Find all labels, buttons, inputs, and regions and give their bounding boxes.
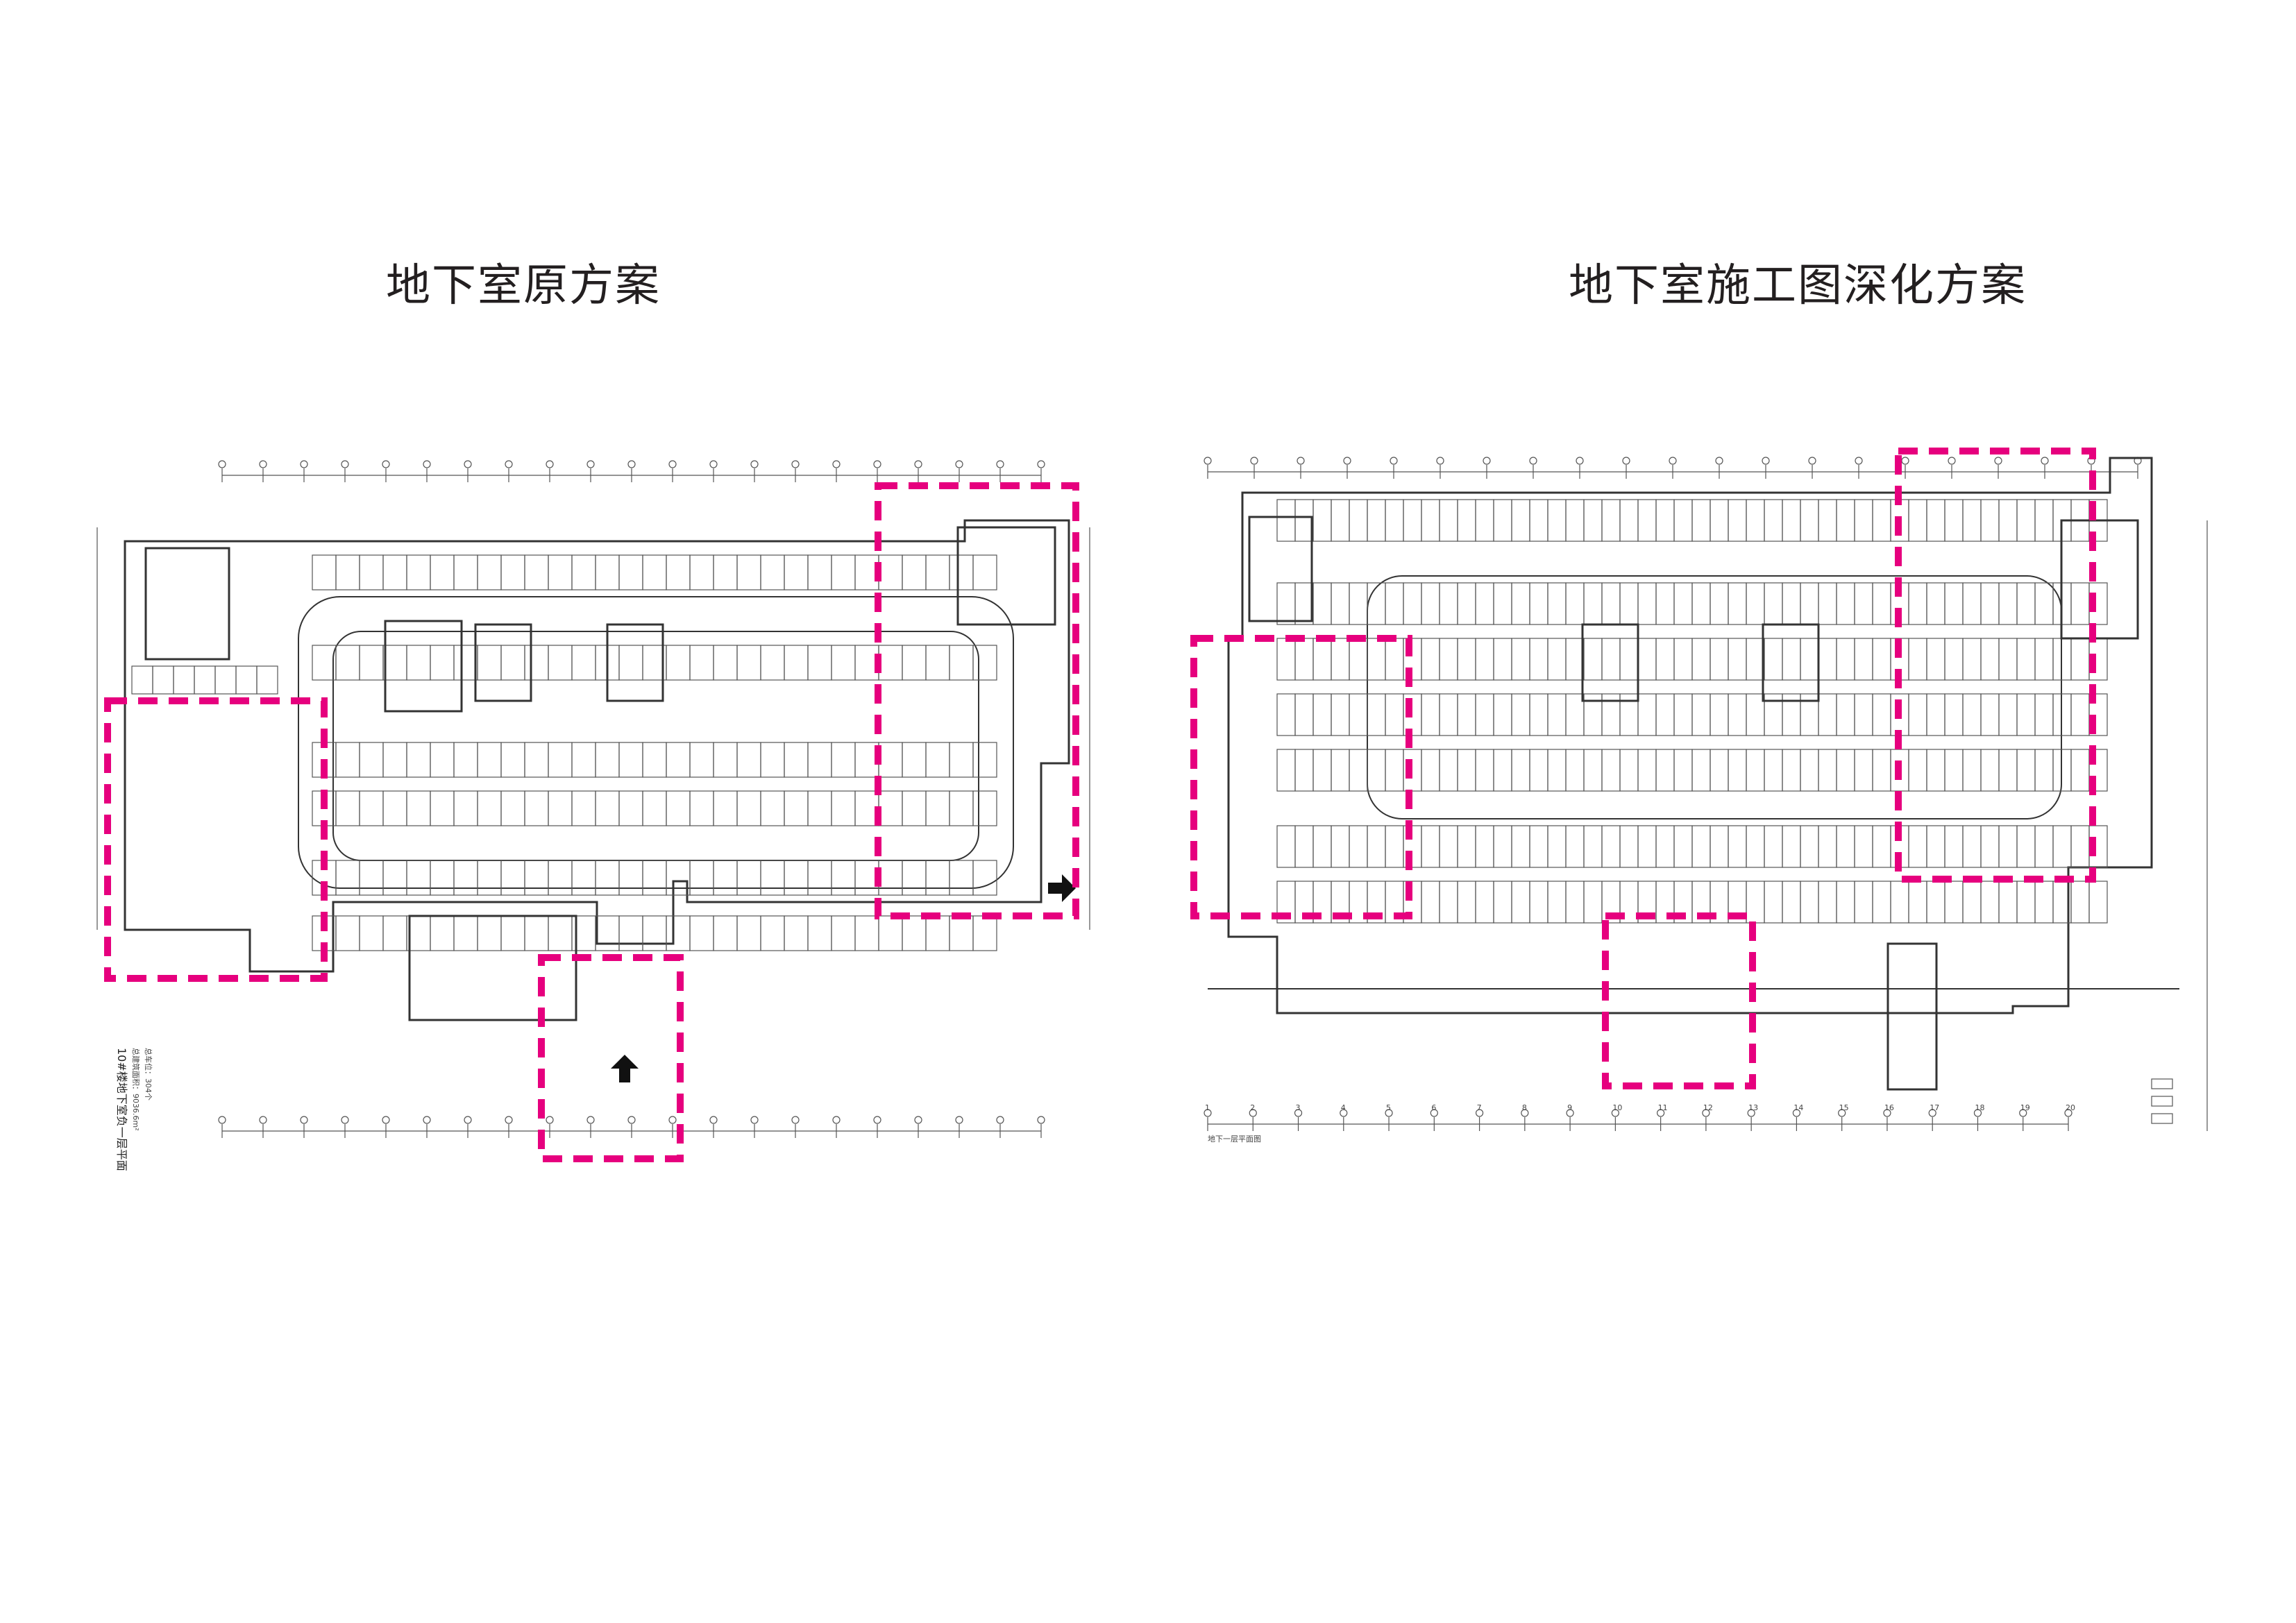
right-grid-number: 14 <box>1793 1103 1803 1112</box>
right-grid-number: 13 <box>1748 1103 1758 1112</box>
right-highlight-south <box>1602 912 1756 1089</box>
left-entrance-arrow-1 <box>611 1055 639 1082</box>
right-building-outline <box>1227 457 2153 1014</box>
right-grid-number: 17 <box>1930 1103 1939 1112</box>
right-grid-number: 20 <box>2066 1103 2075 1112</box>
left-caption-line2: 总建筑面积：9036.6m² <box>131 1048 141 1131</box>
right-room-1 <box>1248 516 1313 622</box>
left-caption-line3: 总车位：304个 <box>144 1048 153 1101</box>
left-room-3 <box>144 547 230 661</box>
right-grid-number: 11 <box>1658 1103 1668 1112</box>
right-stair-1 <box>1581 623 1639 702</box>
right-title: 地下室施工图深化方案 <box>1569 260 2027 312</box>
right-grid-number: 1 <box>1205 1103 1210 1112</box>
left-room-2 <box>408 915 577 1021</box>
left-parking-stalls <box>131 554 997 951</box>
left-stair-1 <box>474 623 532 702</box>
left-stair-2 <box>606 623 664 702</box>
left-room-1 <box>384 620 463 713</box>
left-bottom-grid <box>218 1116 1045 1138</box>
right-legend <box>2151 1078 2173 1124</box>
right-grid-number: 8 <box>1522 1103 1527 1112</box>
right-caption: 地下一层平面图 <box>1208 1135 1261 1144</box>
right-ramp <box>1886 942 1938 1091</box>
right-grid-number: 10 <box>1612 1103 1622 1112</box>
left-floor-plan: 10#楼地下室负一层平面 总建筑面积：9036.6m² 总车位：304个 <box>83 444 1124 1180</box>
left-highlight-south <box>538 954 684 1162</box>
left-top-grid <box>218 460 1045 482</box>
left-entrance-arrow-2 <box>1048 874 1076 902</box>
right-grid-number: 9 <box>1567 1103 1572 1112</box>
right-grid-number: 4 <box>1341 1103 1346 1112</box>
right-grid-number: 16 <box>1884 1103 1894 1112</box>
left-caption-line1: 10#楼地下室负一层平面 <box>115 1048 128 1171</box>
right-parking-stalls <box>1276 499 2108 924</box>
right-top-grid <box>1204 457 2142 479</box>
right-highlight-west <box>1190 635 1412 919</box>
left-plan-drawing: 10#楼地下室负一层平面 总建筑面积：9036.6m² 总车位：304个 <box>96 460 1090 1171</box>
left-building-outline <box>124 519 1070 973</box>
left-drive-loop <box>298 596 1014 889</box>
left-highlight-east <box>875 482 1079 919</box>
right-stair-2 <box>1762 623 1820 702</box>
right-grid-number: 12 <box>1703 1103 1713 1112</box>
right-grid-number: 5 <box>1386 1103 1391 1112</box>
right-grid-number: 7 <box>1477 1103 1482 1112</box>
left-caption: 10#楼地下室负一层平面 总建筑面积：9036.6m² 总车位：304个 <box>115 1048 153 1171</box>
right-grid-number: 18 <box>1975 1103 1984 1112</box>
right-grid-number: 2 <box>1250 1103 1255 1112</box>
right-grid-number: 19 <box>2020 1103 2030 1112</box>
right-drive-loop <box>1367 575 2062 819</box>
right-grid-number: 6 <box>1431 1103 1436 1112</box>
left-title: 地下室原方案 <box>386 260 661 312</box>
right-grid-number: 15 <box>1839 1103 1849 1112</box>
right-grid-number: 3 <box>1296 1103 1301 1112</box>
right-bottom-grid <box>1204 1109 2073 1131</box>
right-room-2 <box>2060 519 2139 640</box>
right-highlight-east <box>1895 448 2096 883</box>
left-highlight-west <box>104 697 328 982</box>
left-side-grid <box>96 527 1090 930</box>
left-room-4 <box>956 526 1056 626</box>
